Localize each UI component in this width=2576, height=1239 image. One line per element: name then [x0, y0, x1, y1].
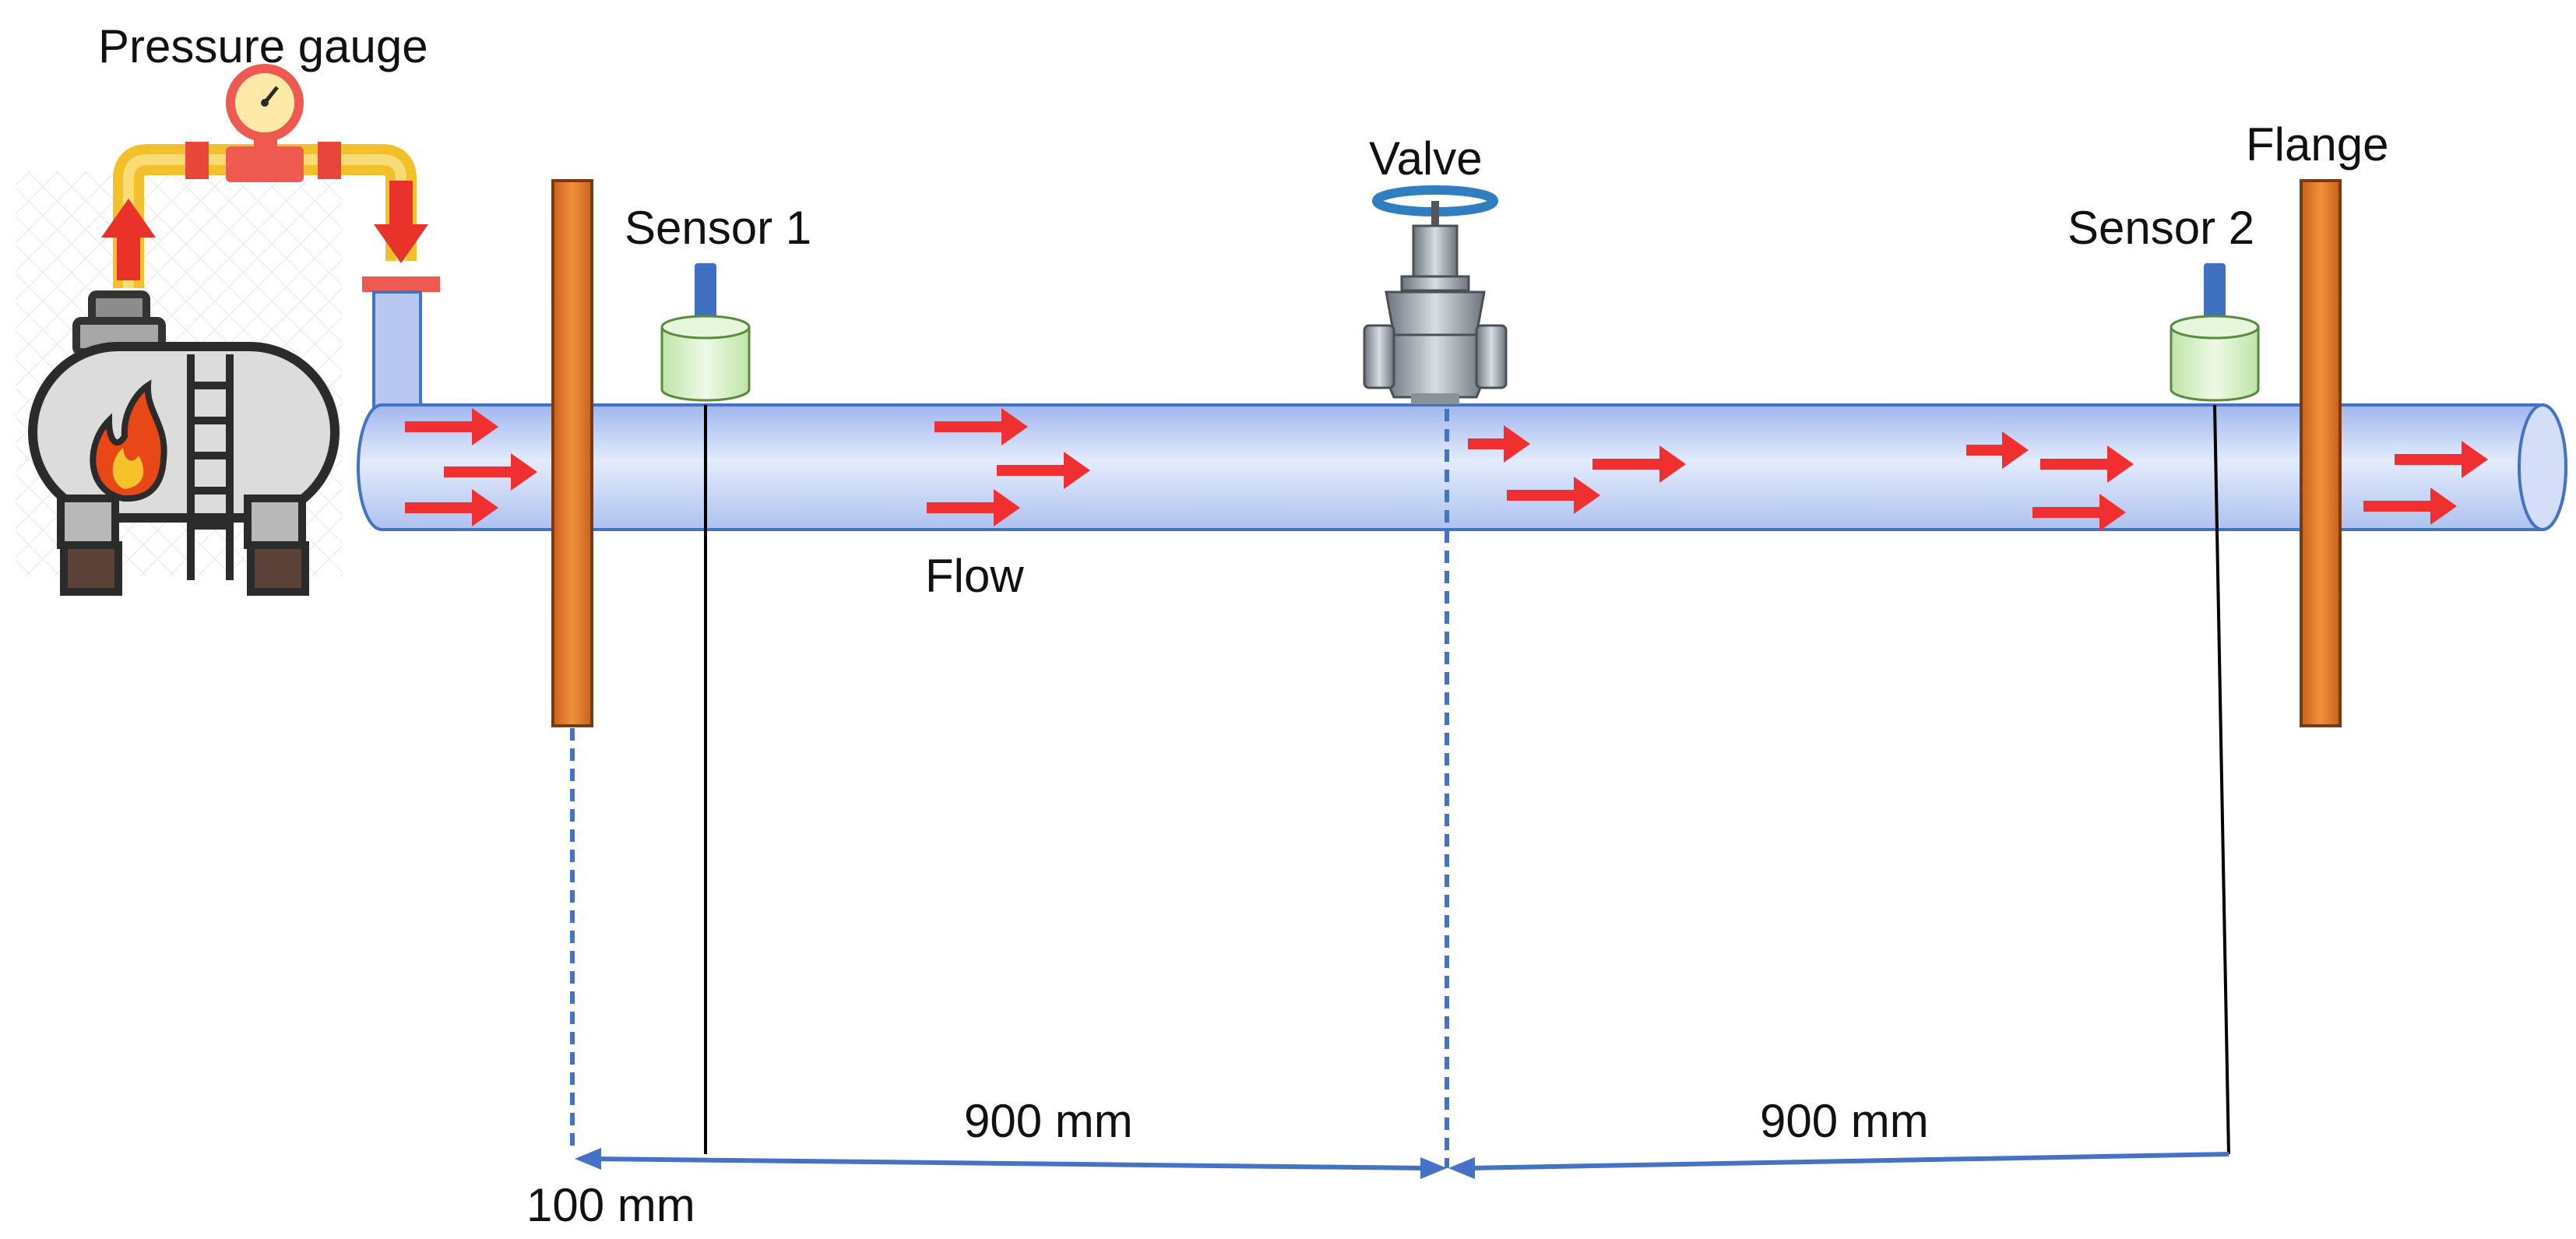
- pressure-gauge-label: Pressure gauge: [98, 20, 428, 72]
- flow-arrow-icon: [405, 408, 498, 445]
- inlet-pipe: [372, 290, 422, 418]
- gauge-inlet-arrow-icon: [101, 199, 156, 280]
- tank-foot-right: [244, 495, 306, 549]
- dimension-label-100mm: 100 mm: [526, 1179, 695, 1231]
- dim-arrowhead-valve-right: [1448, 1157, 1475, 1179]
- sensor-2-probe: [2204, 263, 2226, 329]
- gauge-outlet-arrow-icon: [374, 181, 428, 263]
- flow-arrow-icon: [1966, 431, 2029, 469]
- sensor-2-extension-line: [2213, 404, 2230, 1155]
- flow-arrow-icon: [2032, 494, 2126, 531]
- pressure-gauge-icon: [226, 64, 304, 182]
- tank-foot-left: [57, 495, 119, 549]
- sensor-2-label: Sensor 2: [2067, 202, 2254, 254]
- flame-icon: [90, 379, 167, 502]
- sensor-2: [2170, 263, 2260, 402]
- flow-label: Flow: [925, 550, 1024, 602]
- dimension-label-900mm-right: 900 mm: [1760, 1095, 1929, 1147]
- dim-arrowhead-left: [575, 1148, 601, 1170]
- tank-body: [28, 342, 340, 523]
- valve-label: Valve: [1369, 132, 1483, 185]
- flow-arrows: [405, 408, 2488, 531]
- flow-arrow-icon: [927, 489, 1020, 526]
- flow-arrow-icon: [1468, 425, 1530, 463]
- dimension-label-900mm-left: 900 mm: [964, 1095, 1133, 1147]
- flow-arrow-icon: [2363, 488, 2457, 525]
- pipe-end: [2518, 403, 2567, 531]
- sensor-1-probe: [695, 263, 716, 329]
- flange-label: Flange: [2246, 118, 2388, 171]
- flow-arrow-icon: [997, 452, 1090, 489]
- dimension-lines: [570, 404, 2230, 1179]
- gas-tank: [16, 171, 343, 596]
- sensor-1-label: Sensor 1: [625, 202, 811, 254]
- main-pipe: [357, 403, 2567, 531]
- flange-left: [551, 179, 593, 727]
- flow-arrow-icon: [405, 489, 498, 526]
- tank-ladder: [187, 354, 234, 580]
- flange-right: [2300, 179, 2342, 727]
- flow-arrow-icon: [1592, 445, 1686, 483]
- dim-arrowhead-valve-left: [1420, 1157, 1447, 1179]
- flow-arrow-icon: [934, 408, 1028, 445]
- flow-arrow-icon: [1507, 477, 1600, 514]
- sensor-1: [660, 263, 751, 402]
- flow-arrow-icon: [2395, 441, 2488, 478]
- flow-arrow-icon: [2040, 445, 2134, 483]
- flow-arrow-icon: [444, 453, 537, 491]
- gauge-loop-pipe: [101, 64, 440, 292]
- gate-valve-icon: [1363, 185, 1508, 404]
